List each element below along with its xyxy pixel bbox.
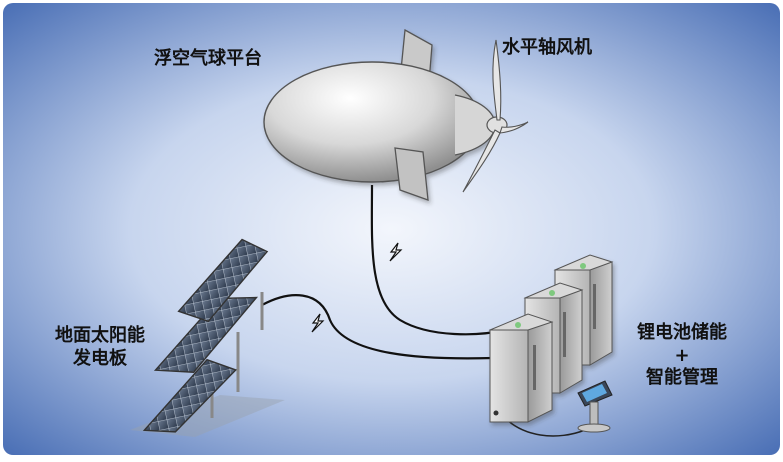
solar-panel-array: [130, 238, 285, 437]
battery-storage-label: 锂电池储能 + 智能管理: [622, 322, 742, 390]
wind-turbine-label: 水平轴风机: [502, 37, 592, 58]
wind-turbine-rotor: [462, 39, 529, 193]
balloon-tether-cable: [370, 184, 506, 336]
airship-balloon: [263, 28, 496, 201]
solar-panel-label-line2: 发电板: [73, 347, 127, 369]
solar-power-cable: [261, 294, 494, 360]
control-terminal: [577, 380, 613, 433]
lightning-icon: [389, 242, 403, 262]
solar-panel-label-line1: 地面太阳能: [55, 325, 145, 346]
battery-storage-label-line1: 锂电池储能: [637, 322, 727, 343]
battery-storage-label-plus: +: [674, 344, 690, 366]
battery-storage-label-line2: 智能管理: [646, 367, 718, 388]
solar-panel-label: 地面太阳能 发电板: [44, 325, 156, 370]
balloon-platform-label: 浮空气球平台: [154, 48, 262, 69]
battery-cabinet: [488, 254, 614, 423]
lightning-icon: [311, 313, 325, 333]
